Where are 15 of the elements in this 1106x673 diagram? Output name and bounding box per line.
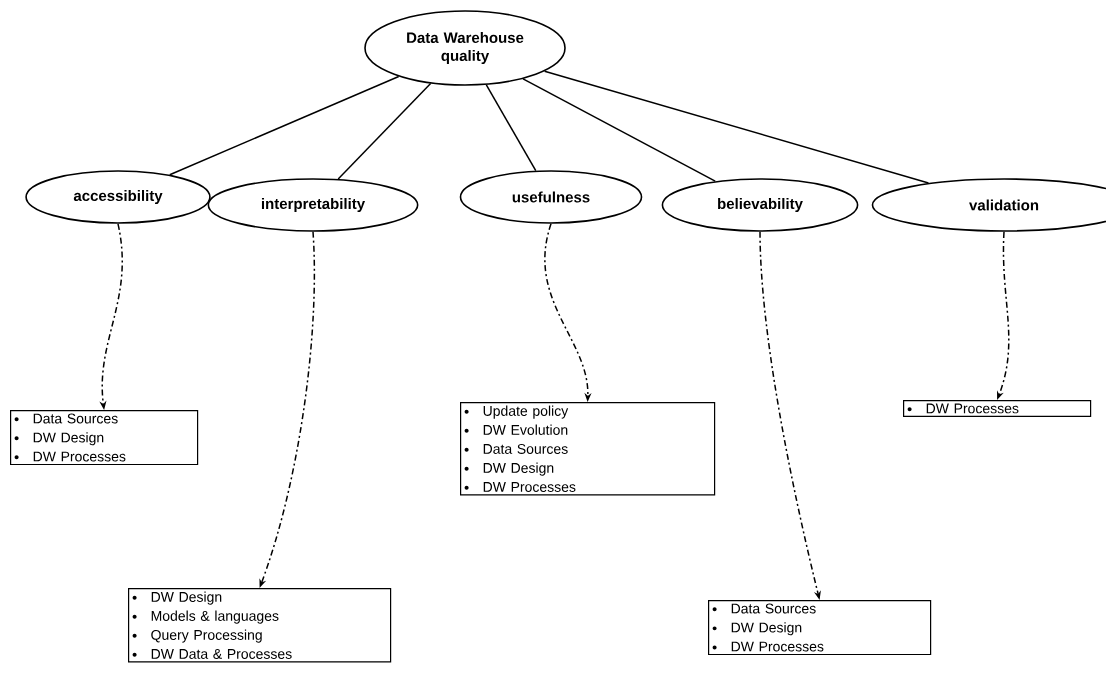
connector-line [337, 82, 432, 180]
connector-line [169, 75, 400, 176]
list-box: DW Design Models & languages Query Processing DW Data & Processes [128, 588, 392, 663]
ellipse-node: believability [661, 178, 859, 232]
list-box: DW Processes [903, 400, 1092, 417]
ellipse-node: Data Warehouse quality [364, 10, 566, 86]
ellipse-node: usefulness [459, 170, 643, 224]
list-box: Data Sources DW Design DW Processes [10, 410, 199, 466]
list-box: Update policy DW Evolution Data Sources DW Design DW Processes [460, 402, 716, 496]
connector-line [522, 78, 716, 182]
ellipse-node: interpretability [207, 178, 419, 232]
ellipse-node: accessibility [25, 170, 211, 224]
list-box: Data Sources DW Design DW Processes [708, 600, 932, 656]
connector-line [485, 84, 537, 172]
connector-line [543, 70, 930, 184]
